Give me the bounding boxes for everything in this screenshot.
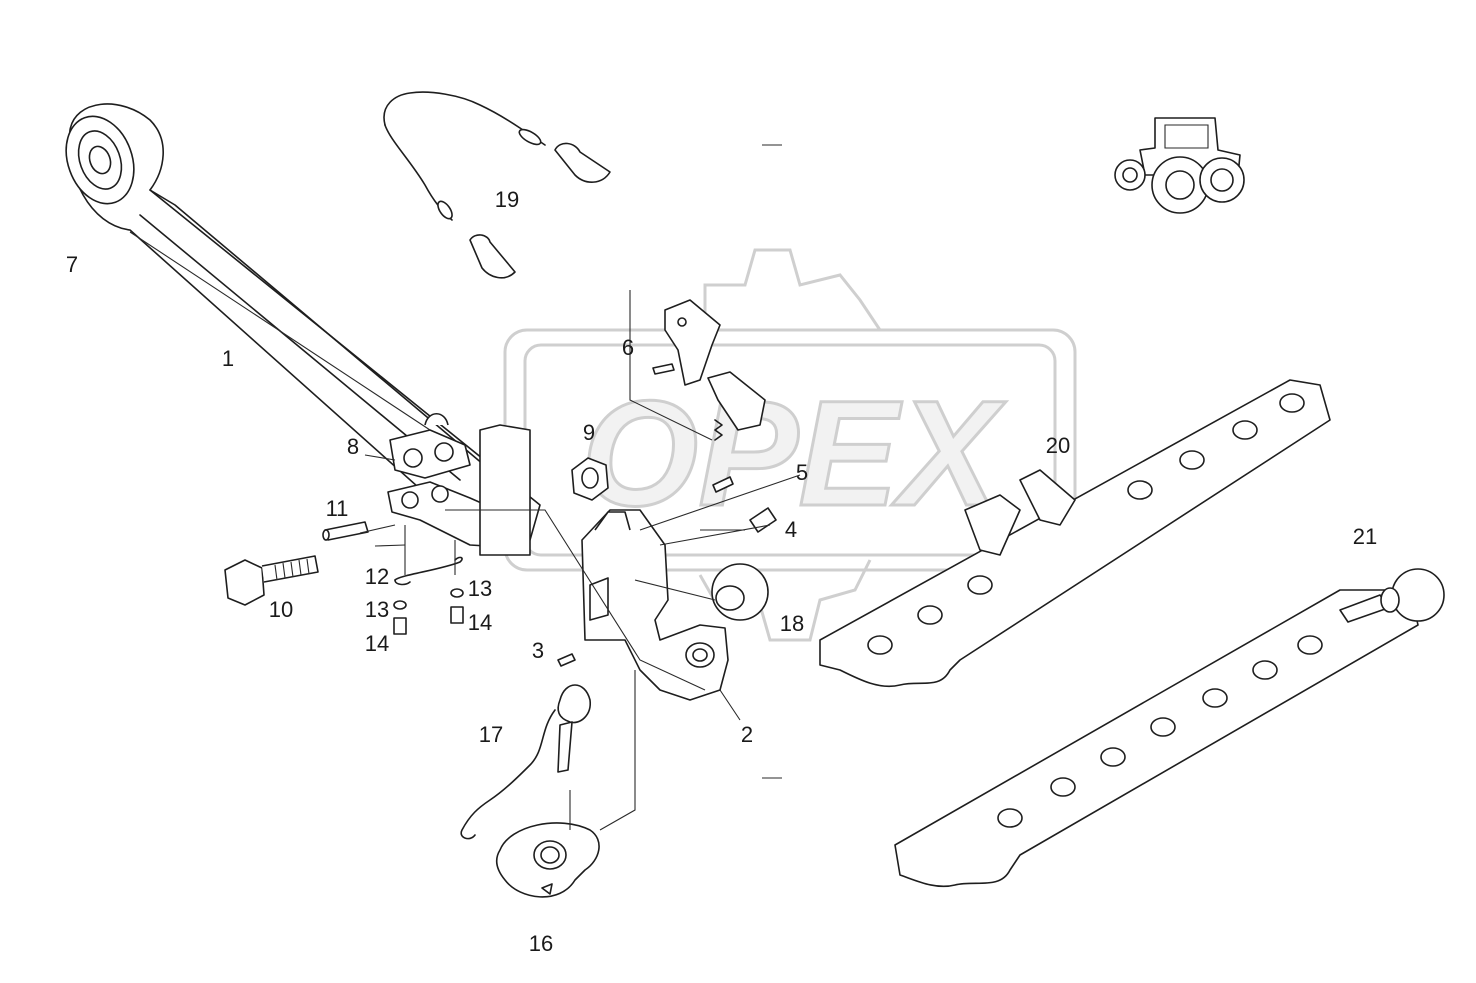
callout-10: 10 bbox=[269, 597, 293, 622]
callout-6: 6 bbox=[622, 335, 634, 360]
washer-left bbox=[393, 600, 407, 610]
hex-bolt bbox=[224, 555, 319, 606]
callout-14-left: 14 bbox=[365, 631, 389, 656]
callout-9: 9 bbox=[583, 420, 595, 445]
callout-16: 16 bbox=[529, 931, 553, 956]
latch-assembly bbox=[629, 290, 766, 441]
tractor-icon bbox=[1114, 117, 1245, 214]
callout-13-right: 13 bbox=[468, 576, 492, 601]
callout-3: 3 bbox=[532, 638, 544, 663]
lower-link-arm bbox=[65, 103, 541, 546]
callout-7: 7 bbox=[66, 252, 78, 277]
small-pin bbox=[712, 476, 734, 493]
roll-pin bbox=[322, 521, 369, 541]
callout-4: 4 bbox=[785, 517, 797, 542]
callout-8: 8 bbox=[347, 434, 359, 459]
callout-2: 2 bbox=[741, 722, 753, 747]
check-chain bbox=[383, 91, 611, 279]
callout-13-left: 13 bbox=[365, 597, 389, 622]
callout-5: 5 bbox=[796, 460, 808, 485]
callout-21: 21 bbox=[1353, 524, 1377, 549]
hex-nut bbox=[571, 457, 609, 501]
ball-joint bbox=[711, 563, 769, 621]
assembly-lines bbox=[129, 231, 801, 721]
callout-12: 12 bbox=[365, 564, 389, 589]
bolt-left bbox=[393, 617, 407, 635]
callout-19: 19 bbox=[495, 187, 519, 212]
link-bar-upper bbox=[819, 379, 1331, 688]
callout-1: 1 bbox=[222, 346, 234, 371]
link-bar-lower bbox=[894, 568, 1445, 888]
bolt-right bbox=[450, 606, 464, 624]
callout-17: 17 bbox=[479, 722, 503, 747]
spring-clip bbox=[394, 556, 463, 586]
callout-20: 20 bbox=[1046, 433, 1070, 458]
opex-watermark: OPEX bbox=[503, 248, 1077, 642]
callout-14-right: 14 bbox=[468, 610, 492, 635]
callout-labels: 1 2 3 4 5 6 7 8 9 10 11 12 13 13 14 14 1… bbox=[66, 187, 1377, 956]
callout-11: 11 bbox=[326, 496, 349, 521]
lynch-pin-chain bbox=[460, 684, 591, 840]
washer-right bbox=[450, 588, 464, 598]
spring-pin bbox=[557, 653, 576, 667]
callout-18: 18 bbox=[780, 611, 804, 636]
watermark-text: OPEX bbox=[582, 369, 1007, 537]
cone-ball bbox=[495, 670, 636, 898]
hook-body bbox=[581, 509, 729, 701]
bracket-plate bbox=[387, 412, 531, 556]
